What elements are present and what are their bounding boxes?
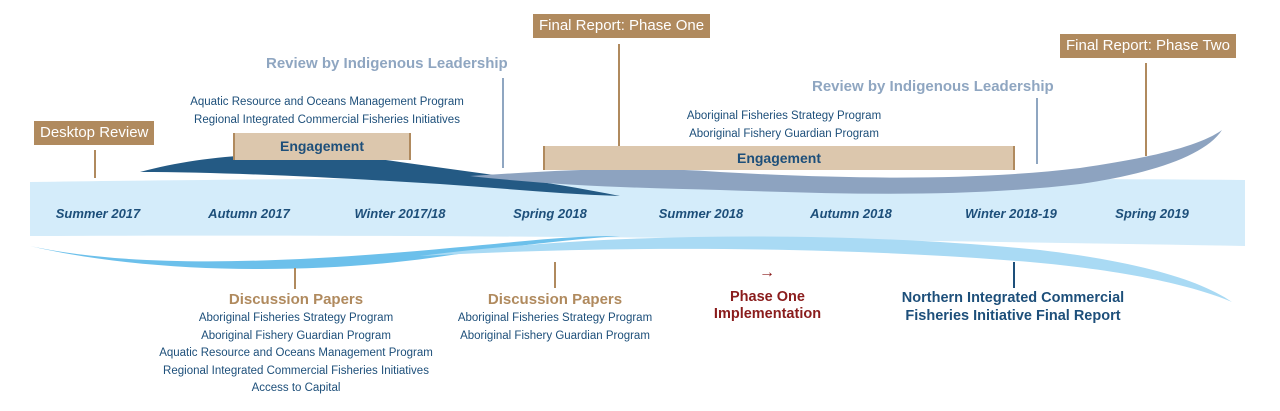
paper-item: Aboriginal Fishery Guardian Program	[201, 329, 391, 342]
discussion-papers-title-1: Discussion Papers	[228, 291, 364, 308]
season-label: Spring 2018	[513, 206, 587, 221]
paper-item: Aboriginal Fisheries Strategy Program	[198, 312, 394, 324]
review-line-1	[502, 78, 504, 168]
phase-two-line	[1145, 63, 1147, 156]
discussion-papers-title-2: Discussion Papers	[487, 291, 623, 308]
final-report-phase-one-label: Final Report: Phase One	[533, 14, 711, 38]
program-line: Aquatic Resource and Oceans Management P…	[190, 96, 464, 108]
lower-tail	[420, 236, 1232, 302]
season-label: Autumn 2018	[810, 206, 892, 221]
program-line: Regional Integrated Commercial Fisheries…	[194, 113, 460, 126]
desktop-review-label: Desktop Review	[34, 121, 155, 145]
season-label: Winter 2017/18	[354, 206, 446, 221]
program-line: Aboriginal Fisheries Strategy Program	[686, 110, 882, 122]
desktop-review-line	[94, 150, 96, 178]
season-label: Summer 2018	[658, 206, 744, 221]
paper-item: Access to Capital	[251, 382, 341, 394]
season-label: Winter 2018-19	[965, 206, 1057, 221]
north-report-line1: Northern Integrated Commercial	[901, 290, 1125, 306]
review-label-2: Review by Indigenous Leadership	[812, 78, 1054, 95]
discussion-papers-list-1: Aboriginal Fisheries Strategy Program Ab…	[146, 310, 446, 398]
upper-navy-wave	[140, 153, 620, 196]
upper-slate-wave	[470, 130, 1222, 194]
discussion-line-2	[554, 262, 556, 288]
review-line-2	[1036, 98, 1038, 164]
season-label: Spring 2019	[1115, 206, 1189, 221]
review-label-1: Review by Indigenous Leadership	[266, 55, 508, 72]
lower-swoosh	[30, 236, 620, 270]
engagement-1-programs: Aquatic Resource and Oceans Management P…	[180, 94, 474, 129]
discussion-line-1	[294, 268, 296, 289]
phase-one-line	[618, 44, 620, 168]
paper-item: Aboriginal Fisheries Strategy Program	[457, 312, 653, 324]
paper-item: Regional Integrated Commercial Fisheries…	[163, 364, 429, 377]
season-label: Summer 2017	[55, 206, 141, 221]
phase-one-line1: Phase One	[730, 289, 805, 305]
phase-one-implementation: Phase One Implementation	[700, 289, 835, 323]
engagement-bar-1: Engagement	[233, 133, 411, 160]
engagement-2-programs: Aboriginal Fisheries Strategy Program Ab…	[650, 108, 918, 143]
season-label: Autumn 2017	[208, 206, 290, 221]
north-report-line2: Fisheries Initiative Final Report	[905, 308, 1121, 324]
phase-one-line2: Implementation	[713, 306, 822, 322]
northern-final-report: Northern Integrated Commercial Fisheries…	[884, 289, 1142, 325]
engagement-bar-2: Engagement	[543, 146, 1015, 170]
arrow-right-icon: →	[759, 264, 775, 281]
paper-item: Aquatic Resource and Oceans Management P…	[159, 347, 433, 359]
discussion-papers-list-2: Aboriginal Fisheries Strategy Program Ab…	[430, 310, 680, 345]
program-line: Aboriginal Fishery Guardian Program	[689, 127, 879, 140]
paper-item: Aboriginal Fishery Guardian Program	[460, 329, 650, 342]
north-report-line	[1013, 262, 1015, 288]
final-report-phase-two-label: Final Report: Phase Two	[1060, 34, 1236, 58]
timeline-band	[30, 177, 1245, 246]
